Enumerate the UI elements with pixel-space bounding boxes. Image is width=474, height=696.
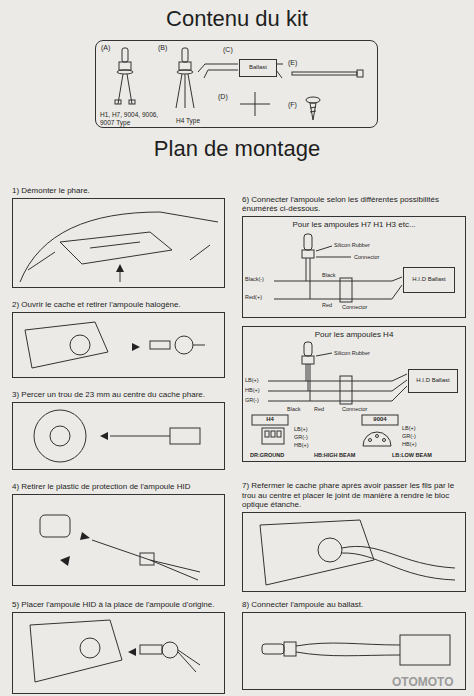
step-panel: 1) Démonter le phare. (12, 198, 225, 288)
wire-label: Red (322, 302, 332, 309)
wire-label: Black (322, 272, 335, 279)
step-caption: 8) Connecter l'ampoule au ballast. (242, 600, 468, 610)
wire-label: HB(+) (245, 387, 260, 394)
wire-label: LB(+) (245, 377, 259, 384)
wire-label: LB(+) (402, 425, 416, 432)
ballast-box: H.I.D Ballast (408, 369, 458, 393)
wire-label: Connector (342, 406, 367, 413)
step-caption: 2) Ouvrir le cache et retirer l'ampoule … (12, 300, 240, 310)
wire-label: HB(+) (294, 442, 309, 449)
box-label: H.I.D Ballast (404, 276, 454, 283)
step-panel: 2) Ouvrir le cache et retirer l'ampoule … (12, 312, 225, 378)
step-caption: 7) Refermer le cache phare après avoir p… (242, 481, 468, 510)
wire-label: GR(-) (245, 397, 259, 404)
step-panel: 3) Percer un trou de 23 mm au centre du … (12, 402, 225, 470)
kit-label: (B) (158, 44, 167, 52)
kit-label: (A) (101, 44, 110, 52)
wire-label: Silicon Rubber (334, 242, 370, 249)
panel-heading: Pour les ampoules H4 (243, 330, 465, 340)
box-label: H.I.D Ballast (409, 377, 457, 384)
wire-label: Silicon Rubber (334, 350, 370, 357)
wire-label: HB:HIGH BEAM (314, 452, 355, 459)
wire-label: LB:LOW BEAM (392, 452, 432, 459)
wire-label: Black (287, 406, 300, 413)
kit-label: (D) (218, 93, 228, 101)
step-caption: 5) Placer l'ampoule HID à la place de l'… (12, 600, 240, 610)
wire-label: DR:GROUND (250, 452, 284, 459)
step-panel: 4) Retirer le plastic de protection de l… (12, 494, 225, 586)
kit-label: H1, H7, 9004, 9006, 9007 Type (100, 111, 172, 127)
step-panel: 7) Refermer le cache phare après avoir p… (242, 512, 466, 592)
wiring-panel: 6) Connecter l'ampoule selon les différe… (242, 216, 466, 318)
panel-heading: Pour les ampoules H7 H1 H3 etc... (243, 220, 465, 230)
step-caption: 1) Démonter le phare. (12, 186, 240, 196)
section-heading: Plan de montage (0, 136, 474, 162)
wire-label: 9004 (362, 416, 398, 423)
wire-label: Red (314, 406, 324, 413)
wire-label: GR(-) (402, 433, 416, 440)
wiring-panel: Pour les ampoules H4 H.I.D Ballast (242, 326, 466, 462)
kit-label: (E) (288, 59, 297, 67)
watermark: OTOMOTO (392, 675, 454, 689)
wire-label: Connector (354, 254, 379, 261)
wire-label: H4 (252, 416, 288, 423)
wire-label: Black(-) (245, 276, 264, 283)
wire-label: Connector (342, 304, 367, 311)
wire-label: LB(+) (294, 426, 308, 433)
step-caption: 3) Percer un trou de 23 mm au centre du … (12, 390, 240, 400)
kit-label: H4 Type (176, 117, 200, 125)
kit-label: (C) (223, 46, 233, 54)
step-panel: 5) Placer l'ampoule HID à la place de l'… (12, 612, 225, 694)
page-title: Contenu du kit (0, 6, 474, 32)
kit-label: (F) (288, 101, 297, 109)
ballast-box: Ballast (239, 59, 277, 77)
box-label: Ballast (240, 64, 276, 71)
wire-label: HB(+) (402, 441, 417, 448)
kit-box: (A) (B) (C) (D) (E) (F) H1, H7, 9004, 9006, 90… (95, 40, 378, 128)
step-caption: 4) Retirer le plastic de protection de l… (12, 482, 240, 492)
wire-label: Red(+) (245, 294, 262, 301)
ballast-box: H.I.D Ballast (403, 267, 455, 293)
wire-label: GR(-) (294, 434, 308, 441)
step-caption: 6) Connecter l'ampoule selon les différe… (242, 195, 468, 214)
